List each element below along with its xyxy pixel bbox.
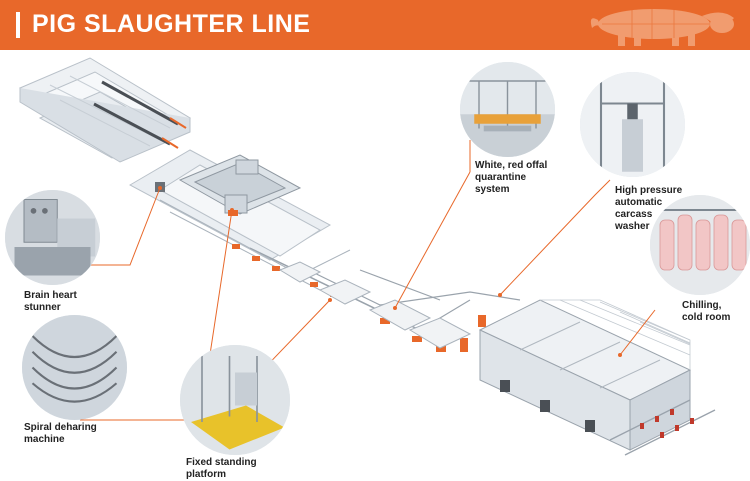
cold-room-roof-rails [540, 299, 691, 370]
page-title: PIG SLAUGHTER LINE [32, 10, 311, 38]
carcass-loading-rails [609, 399, 716, 456]
label-chilling-room: Chilling, cold room [682, 300, 731, 323]
restrainer-conveyors [93, 80, 179, 146]
label-carcass-washer: High pressure automatic carcass washer [615, 185, 683, 232]
offal-quarantine-photo [460, 62, 555, 157]
pig-silhouette-icon [590, 9, 734, 46]
header-accent-bar [16, 12, 20, 38]
chilling-room-photo [650, 195, 750, 295]
deharing-unit [224, 159, 259, 214]
fixed-platform-photo [180, 345, 290, 455]
label-fixed-platform: Fixed standing platform [186, 457, 257, 480]
header-banner: PIG SLAUGHTER LINE [0, 0, 750, 50]
spiral-deharing-photo [22, 315, 127, 420]
carcass-washer-photo [580, 72, 685, 177]
label-spiral-deharing: Spiral deharing machine [24, 422, 97, 445]
brain-heart-stunner-photo [5, 190, 100, 285]
label-offal-quarantine: White, red offal quarantine system [475, 160, 548, 195]
label-brain-heart-stunner: Brain heart stunner [24, 290, 77, 313]
work-stands [278, 261, 472, 349]
slaughter-line-diagram [18, 57, 716, 456]
